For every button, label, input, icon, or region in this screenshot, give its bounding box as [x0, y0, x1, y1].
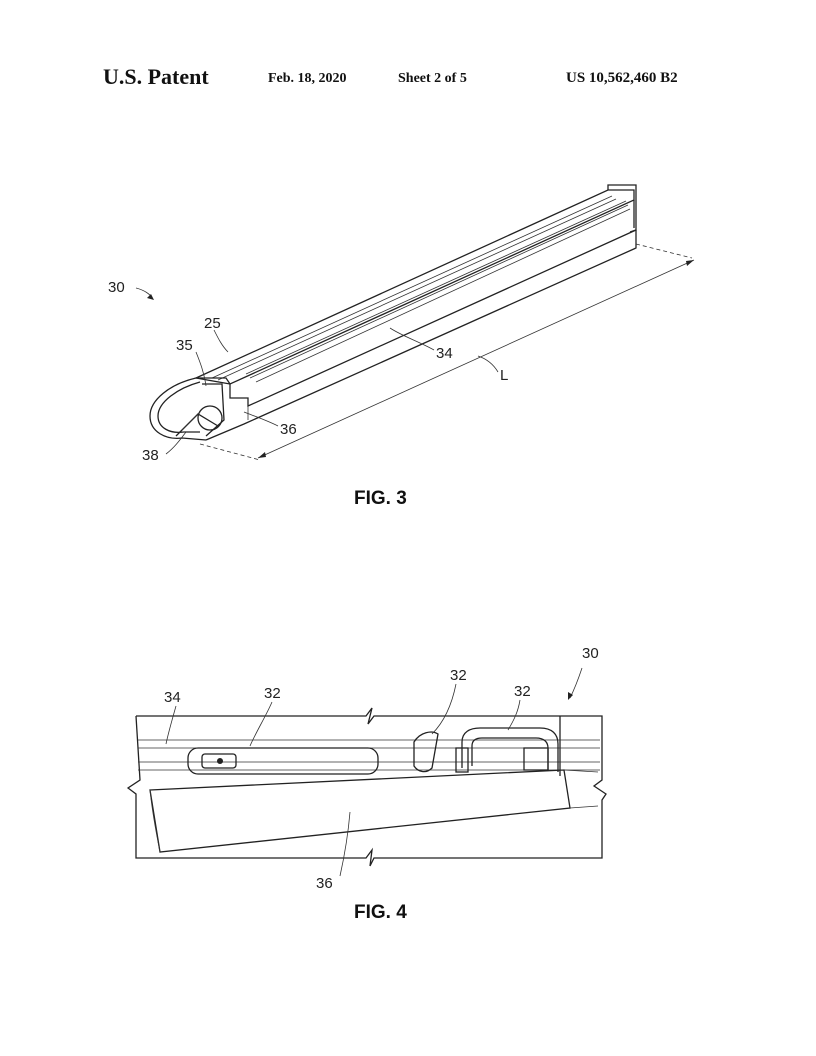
fig3-leader-35 — [195, 351, 207, 387]
header-title: U.S. Patent — [103, 64, 209, 89]
fig3-caption: FIG. 3 — [354, 488, 407, 509]
fig3-label-L: L — [500, 367, 508, 384]
fig4-drawing — [126, 707, 607, 867]
fig3-label-36: 36 — [280, 421, 297, 438]
fig3-label-25: 25 — [204, 315, 221, 332]
fig4-label-30: 30 — [582, 645, 599, 662]
fig3-label-35: 35 — [176, 337, 193, 354]
fig3-rail — [149, 184, 695, 461]
header-date: Feb. 18, 2020 — [268, 71, 347, 86]
fig4-label-36: 36 — [316, 875, 333, 892]
fig4-caption: FIG. 4 — [354, 902, 407, 923]
fig3-label-38: 38 — [142, 447, 159, 464]
fig3-leader-36 — [243, 411, 279, 427]
fig3-leader-38 — [165, 431, 187, 455]
fig4-label-32-slider: 32 — [264, 685, 281, 702]
header-patent-number: US 10,562,460 B2 — [566, 70, 678, 86]
fig4-label-34: 34 — [164, 689, 181, 706]
fig3-label-34: 34 — [436, 345, 453, 362]
fig3-leader-34 — [389, 327, 435, 351]
fig4-label-32-hook: 32 — [450, 667, 467, 684]
fig4-label-32-handle: 32 — [514, 683, 531, 700]
fig3-leader-25 — [213, 329, 229, 353]
header-sheet: Sheet 2 of 5 — [398, 71, 467, 86]
fig3-leader-L — [477, 355, 499, 373]
fig3-label-30: 30 — [108, 279, 125, 296]
